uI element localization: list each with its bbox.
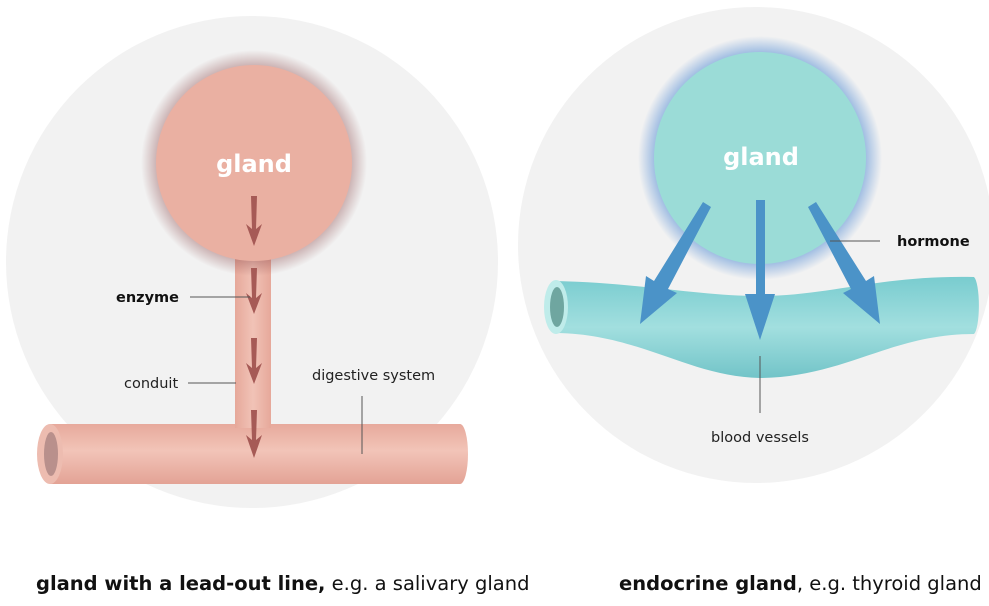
endocrine-caption-bold: endocrine gland [619, 572, 797, 595]
exocrine-caption-bold: gland with a lead-out line, [36, 572, 325, 595]
exocrine-caption: gland with a lead-out line, e.g. a saliv… [36, 572, 529, 595]
exocrine-caption-rest: e.g. a salivary gland [325, 572, 529, 595]
vessel-lumen [550, 287, 564, 327]
hormone-label: hormone [897, 234, 970, 250]
endocrine-gland-label: gland [723, 143, 799, 171]
gland-label: gland [216, 150, 292, 178]
digestive-system-label: digestive system [312, 368, 435, 384]
conduit-label: conduit [124, 376, 178, 392]
enzyme-label: enzyme [116, 290, 179, 306]
blood-vessels-label: blood vessels [711, 430, 809, 446]
endocrine-caption: endocrine gland, e.g. thyroid gland [619, 572, 982, 595]
digestive-tube-lumen [44, 432, 58, 476]
digestive-tube [50, 424, 468, 484]
endocrine-caption-rest: , e.g. thyroid gland [797, 572, 982, 595]
